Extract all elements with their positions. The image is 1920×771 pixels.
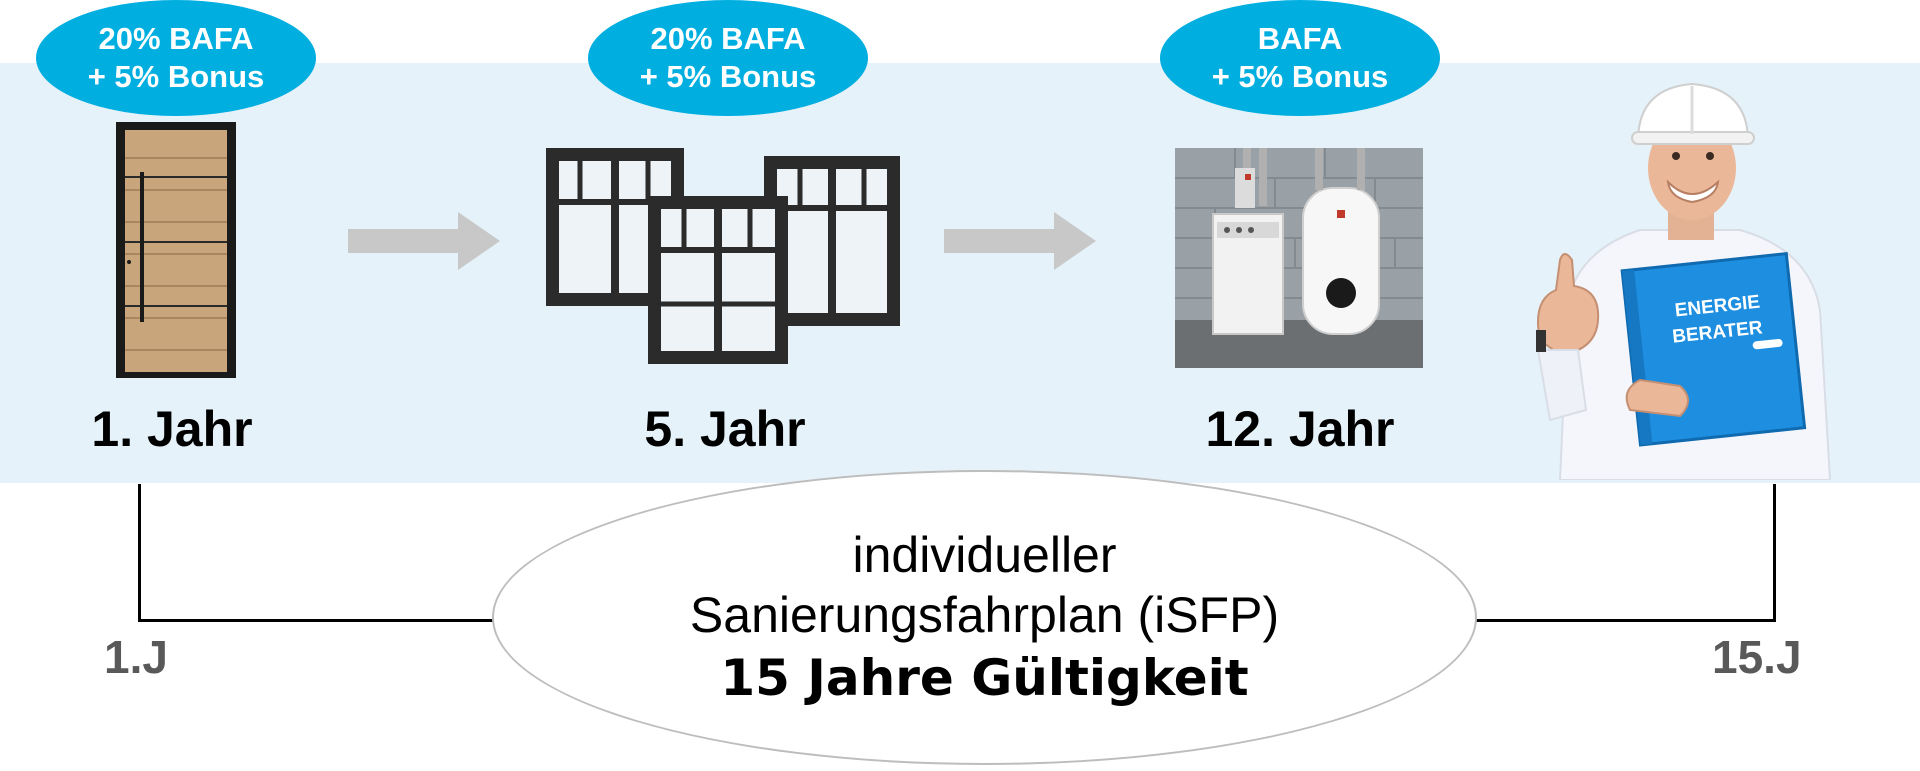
badge-line-1: BAFA <box>1257 21 1343 56</box>
timeline-right-horizontal <box>1472 619 1776 622</box>
step-label-3: 12. Jahr <box>1205 401 1395 457</box>
bafa-badge-step-3: BAFA + 5% Bonus <box>1160 0 1440 116</box>
badge-line-2: + 5% Bonus <box>639 59 817 94</box>
timeline-left-vertical <box>138 484 141 622</box>
arrow-right-icon <box>348 212 500 270</box>
timeline-end-label: 15.J <box>1712 631 1802 683</box>
badge-line-1: 20% BAFA <box>98 21 254 56</box>
bafa-badge-step-2: 20% BAFA + 5% Bonus <box>588 0 868 116</box>
isfp-ellipse: individueller Sanierungsfahrplan (iSFP) … <box>492 470 1477 765</box>
arrow-right-icon <box>944 212 1096 270</box>
badge-line-2: + 5% Bonus <box>1211 59 1389 94</box>
plan-line-1: individueller <box>852 526 1117 583</box>
plan-line-2: Sanierungsfahrplan (iSFP) <box>689 586 1280 643</box>
heating-system-icon <box>1175 148 1423 368</box>
timeline-start-label: 1.J <box>104 631 168 683</box>
badge-line-2: + 5% Bonus <box>87 59 265 94</box>
plan-validity: 15 Jahre Gültigkeit <box>720 648 1249 707</box>
step-label-2: 5. Jahr <box>644 401 806 457</box>
door-icon <box>116 122 236 378</box>
timeline-right-vertical <box>1773 484 1776 622</box>
bafa-badge-step-1: 20% BAFA + 5% Bonus <box>36 0 316 116</box>
timeline-left-horizontal <box>138 619 498 622</box>
badge-line-1: 20% BAFA <box>650 21 806 56</box>
step-label-1: 1. Jahr <box>91 401 253 457</box>
windows-icon <box>546 148 900 364</box>
energy-advisor-person: ENERGIE BERATER <box>1536 82 1832 480</box>
